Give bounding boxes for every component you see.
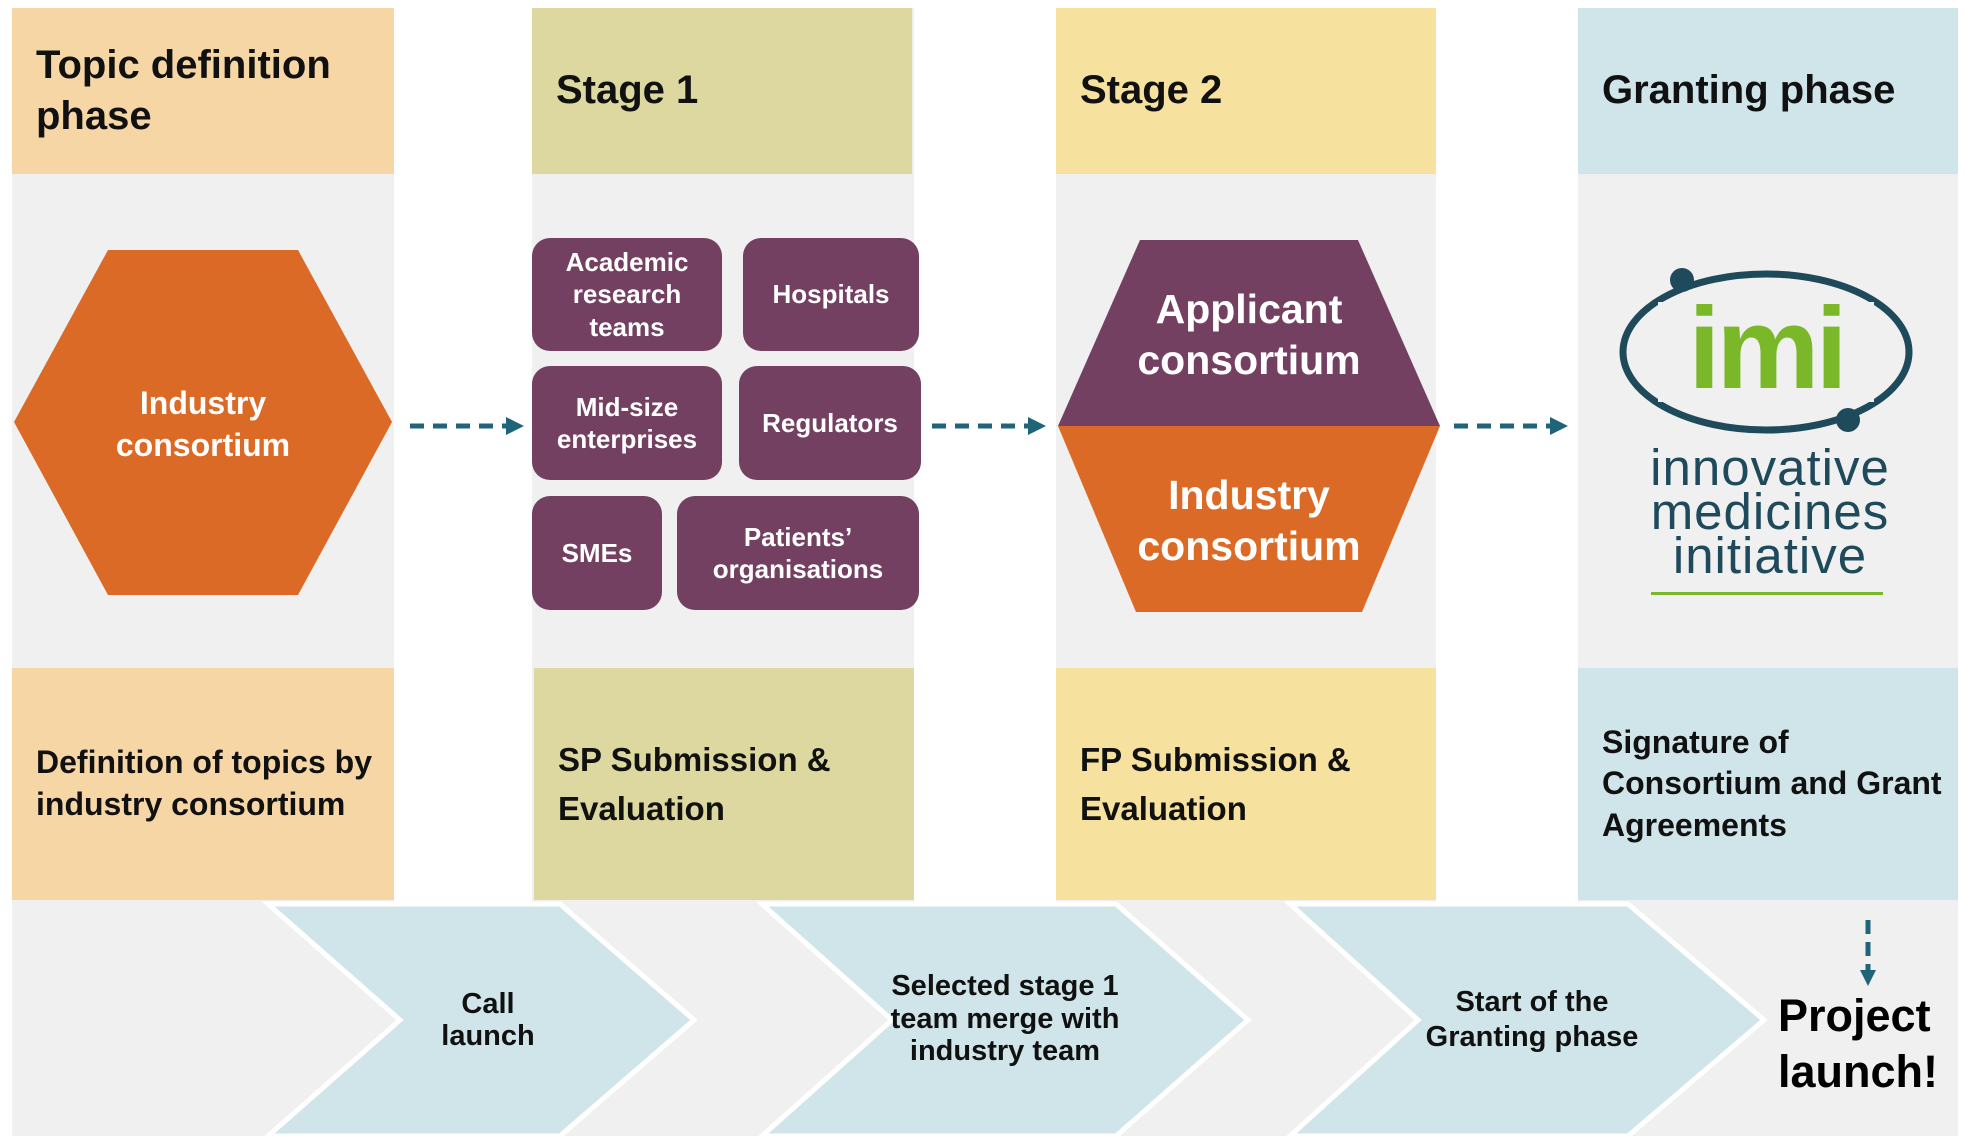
timeline-step-call-launch: Call launch bbox=[441, 987, 535, 1052]
arrow-granting-to-launch bbox=[1860, 920, 1876, 986]
timeline-step-merge: Selected stage 1 team merge with industr… bbox=[890, 970, 1120, 1068]
chevron-merge bbox=[755, 901, 1252, 1136]
stage2-description-box: FP Submission & Evaluation bbox=[1056, 668, 1436, 900]
project-launch-label: Project launch! bbox=[1778, 990, 1939, 1097]
imi-logo-mark: imi bbox=[1619, 268, 1913, 434]
imi-logo-underline bbox=[1651, 592, 1883, 595]
stage1-title: Stage 1 bbox=[556, 68, 699, 113]
stage2-title: Stage 2 bbox=[1080, 68, 1223, 113]
group-smes: SMEs bbox=[532, 496, 662, 610]
imi-logo-line-2: medicines bbox=[1650, 482, 1890, 540]
timeline-step-granting-start: Start of the Granting phase bbox=[1425, 985, 1639, 1053]
stage2-header: Stage 2 bbox=[1056, 8, 1436, 174]
group-regulators: Regulators bbox=[739, 366, 921, 480]
imi-logo-wordmark: innovative medicines initiative bbox=[1620, 439, 1920, 584]
topic-industry-label: Industry consortium bbox=[115, 385, 291, 463]
arrow-stage1-to-stage2 bbox=[932, 417, 1046, 435]
granting-title: Granting phase bbox=[1602, 68, 1896, 113]
svg-text:imi: imi bbox=[1688, 283, 1844, 413]
stage1-description-box: SP Submission & Evaluation bbox=[534, 668, 914, 900]
granting-description: Signature of Consortium and Grant Agreem… bbox=[1602, 723, 1942, 843]
group-mid-size-enterprises: Mid-size enterprises bbox=[532, 366, 722, 480]
topic-phase-description: Definition of topics by industry consort… bbox=[36, 744, 372, 822]
arrow-stage2-to-granting bbox=[1454, 417, 1568, 435]
stage2-description: FP Submission & Evaluation bbox=[1080, 740, 1351, 828]
group-academic-research-teams: Academic research teams bbox=[532, 238, 722, 351]
imi-logo-line-3: initiative bbox=[1672, 526, 1868, 584]
stage2-applicant-label: Applicant consortium bbox=[1137, 285, 1361, 383]
stage1-header: Stage 1 bbox=[532, 8, 912, 174]
granting-header: Granting phase bbox=[1578, 8, 1958, 174]
topic-phase-description-box: Definition of topics by industry consort… bbox=[12, 668, 394, 900]
stage2-industry-label: Industry consortium bbox=[1137, 471, 1361, 569]
stage1-description: SP Submission & Evaluation bbox=[558, 740, 831, 828]
imi-logo-line-1: innovative bbox=[1650, 439, 1890, 496]
arrow-topic-to-stage1 bbox=[410, 417, 524, 435]
group-hospitals: Hospitals bbox=[743, 238, 919, 351]
topic-phase-header: Topic definition phase bbox=[12, 8, 394, 174]
group-patients-organisations: Patients’ organisations bbox=[677, 496, 919, 610]
chevron-granting-start bbox=[1283, 901, 1768, 1136]
topic-phase-title: Topic definition phase bbox=[36, 42, 331, 138]
stage2-consortium-hexagon bbox=[1058, 240, 1440, 612]
granting-description-box: Signature of Consortium and Grant Agreem… bbox=[1578, 668, 1958, 900]
topic-industry-hexagon bbox=[14, 250, 392, 595]
chevron-call-launch bbox=[261, 901, 698, 1136]
timeline-chevrons bbox=[261, 901, 1768, 1136]
